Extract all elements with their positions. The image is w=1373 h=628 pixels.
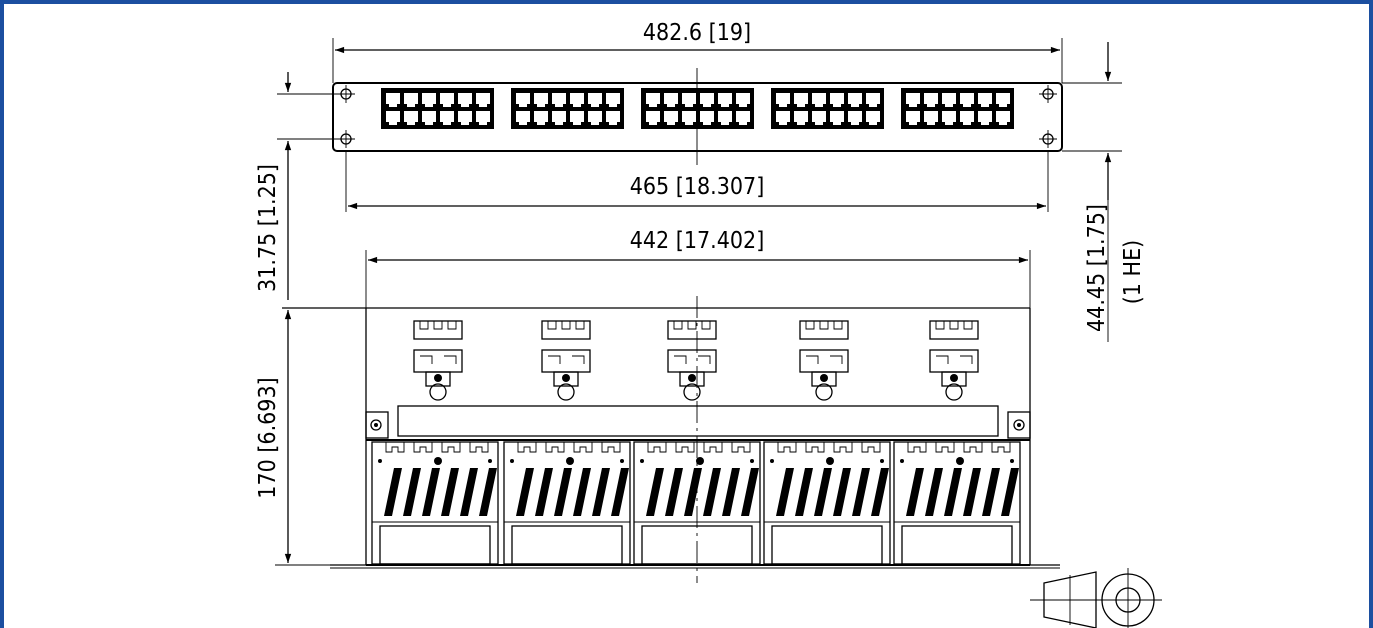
dim-mount-hole-spacing-label: 465 [18.307] [630,174,765,200]
mount-hole-bottom-right-icon [1039,130,1057,148]
mount-hole-top-right-icon [1039,85,1057,103]
module-1 [371,441,499,565]
front-panel [332,82,1063,152]
top-view [282,296,1060,583]
port-block-2 [511,88,624,129]
dim-front-hole-spacing-label: 31.75 [1.25] [255,164,281,292]
dim-body-width: 442 [17.402] [365,228,1031,410]
module-5 [893,441,1021,565]
port-block-4 [771,88,884,129]
cable-clip-5-icon [929,320,979,401]
dim-front-height-label: 44.45 [1.75] [1084,204,1110,332]
dim-front-width: 482.6 [19] [332,20,1063,83]
port-block-5 [901,88,1014,129]
cable-clip-3-icon [667,320,717,401]
front-view [332,68,1063,165]
cable-clip-1-icon [413,320,463,401]
dim-depth-label: 170 [6.693] [255,377,281,498]
mount-hole-top-left-icon [337,85,355,103]
dim-height-units-label: (1 HE) [1120,240,1146,305]
cable-clip-4-icon [799,320,849,401]
dim-body-width-label: 442 [17.402] [630,228,765,254]
module-2 [503,441,631,565]
port-block-1 [381,88,494,129]
port-block-3 [641,88,754,129]
dim-front-width-label: 482.6 [19] [643,20,751,46]
dim-front-height: 44.45 [1.75] (1 HE) [1062,42,1146,342]
module-3 [633,441,761,565]
projection-symbol-icon [1030,568,1162,628]
cable-bar [397,405,999,437]
dim-depth: 170 [6.693] [255,309,330,566]
screw-left-icon [370,419,382,431]
module-4 [763,441,891,565]
screw-right-icon [1013,419,1025,431]
dim-front-hole-spacing: 31.75 [1.25] [255,72,340,300]
cable-clip-2-icon [541,320,591,401]
dim-mount-hole-spacing: 465 [18.307] [345,150,1049,212]
